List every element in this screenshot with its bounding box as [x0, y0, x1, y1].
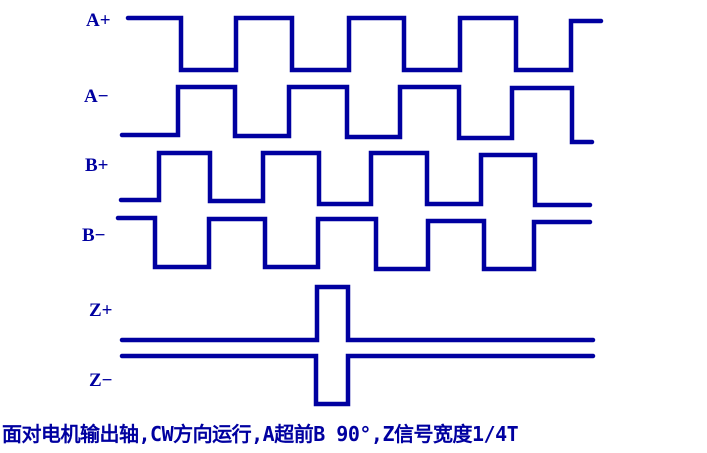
waveform-aplus — [125, 15, 604, 73]
waveform-zplus — [119, 284, 596, 343]
waveform-bminus — [115, 215, 593, 272]
label-z-plus: Z+ — [89, 300, 113, 321]
label-z-minus: Z− — [89, 370, 113, 391]
label-b-minus: B− — [82, 225, 106, 246]
waveform-aminus — [119, 84, 595, 145]
waveform-zminus — [119, 353, 596, 407]
caption: 面对电机输出轴,CW方向运行,A超前B 90°,Z信号宽度1/4T — [2, 422, 519, 446]
label-a-minus: A− — [84, 86, 109, 107]
waveform-bplus — [118, 150, 593, 208]
label-a-plus: A+ — [86, 10, 111, 31]
label-b-plus: B+ — [85, 155, 109, 176]
